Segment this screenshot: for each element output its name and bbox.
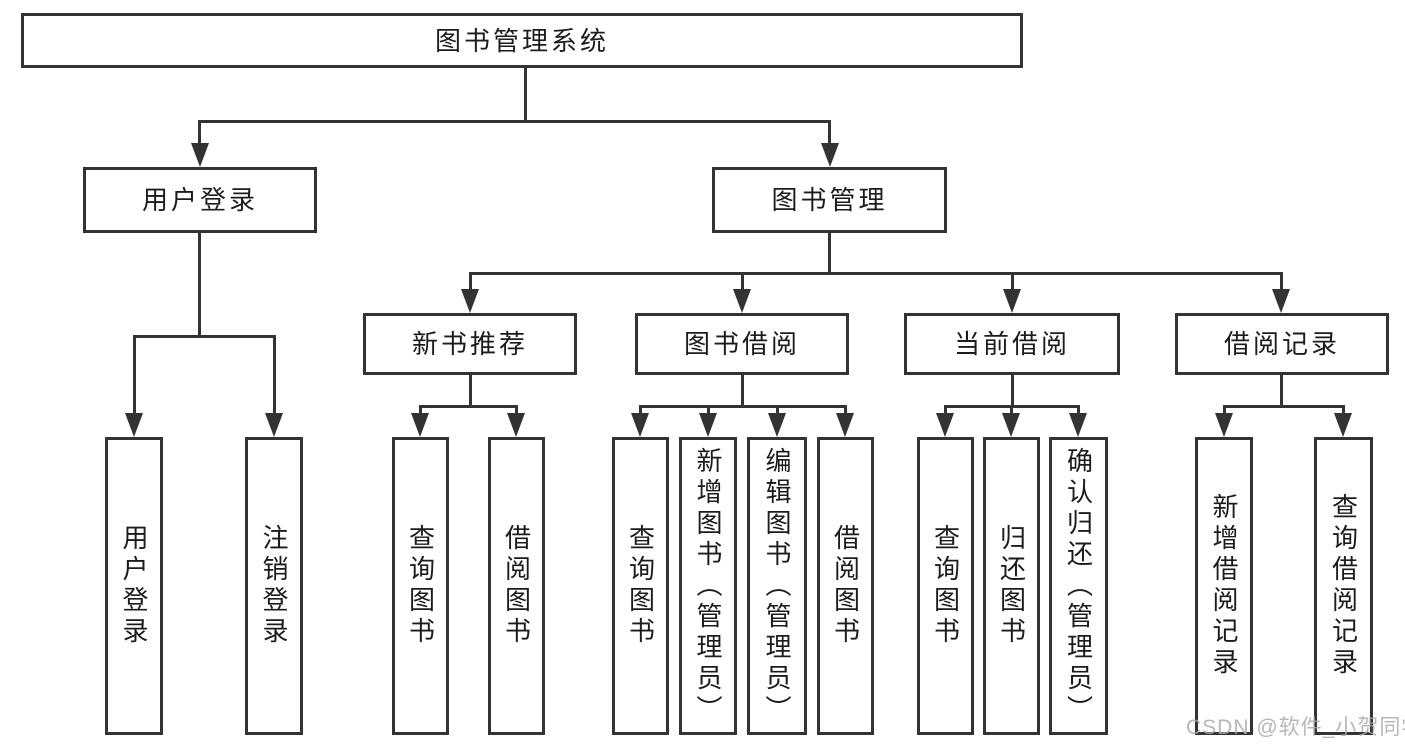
connector-line (469, 272, 472, 294)
connector-line (198, 120, 201, 148)
node-logout: 注销登录 (245, 437, 303, 735)
connector-line (844, 405, 847, 417)
node-label: 借阅记录 (1223, 329, 1340, 359)
arrow-down-icon (411, 413, 429, 437)
arrow-down-icon (461, 289, 479, 313)
connector-line (828, 120, 831, 148)
connector-line (419, 405, 518, 408)
arrow-down-icon (1215, 413, 1233, 437)
connector-line (1342, 405, 1345, 417)
node-book-borrowing: 图书借阅 (635, 313, 849, 375)
connector-line (515, 405, 518, 417)
node-label: 用户登录 (141, 185, 258, 215)
arrow-down-icon (507, 413, 525, 437)
connector-line (776, 405, 779, 417)
node-user-login: 用户登录 (83, 167, 317, 233)
node-user-login-leaf: 用户登录 (105, 437, 163, 735)
node-label: 注销登录 (259, 524, 289, 648)
arrow-down-icon (631, 413, 649, 437)
connector-line (133, 335, 276, 338)
watermark: CSDN @软件_小贺同学 (1186, 716, 1405, 739)
node-label: 归还图书 (996, 524, 1027, 648)
node-add-borrow-record: 新增借阅记录 (1195, 437, 1253, 735)
node-book-management: 图书管理 (712, 167, 947, 233)
arrow-down-icon (265, 413, 283, 437)
node-query-borrow-record: 查询借阅记录 (1314, 437, 1373, 735)
node-current-borrowing: 当前借阅 (904, 313, 1120, 375)
connector-line (524, 68, 527, 123)
arrow-down-icon (936, 413, 954, 437)
node-label: 查询借阅记录 (1328, 493, 1359, 679)
node-borrowing-records: 借阅记录 (1175, 313, 1389, 375)
arrow-down-icon (191, 143, 209, 167)
arrow-down-icon (821, 143, 839, 167)
arrow-down-icon (1002, 413, 1020, 437)
connector-line (828, 233, 831, 274)
connector-line (1223, 405, 1226, 417)
arrow-down-icon (1334, 413, 1352, 437)
node-label: 借阅图书 (501, 524, 532, 648)
connector-line (198, 233, 201, 337)
node-label: 图书管理 (771, 185, 888, 215)
node-label: 当前借阅 (953, 329, 1070, 359)
connector-line (639, 405, 642, 417)
node-label: 新增图书（管理员） (693, 446, 723, 726)
node-label: 查询图书 (930, 524, 961, 648)
arrow-down-icon (768, 413, 786, 437)
connector-line (469, 272, 1283, 275)
node-label: 图书借阅 (683, 329, 800, 359)
node-label: 新书推荐 (411, 329, 528, 359)
node-return-books: 归还图书 (983, 437, 1040, 735)
node-new-book-recommendation: 新书推荐 (363, 313, 577, 375)
connector-line (1077, 405, 1080, 417)
node-borrow-books-2: 借阅图书 (817, 437, 874, 735)
node-label: 用户登录 (119, 524, 149, 648)
connector-line (944, 405, 947, 417)
connector-line (469, 375, 472, 407)
node-label: 编辑图书（管理员） (762, 446, 792, 726)
arrow-down-icon (1003, 289, 1021, 313)
connector-line (1011, 375, 1014, 407)
connector-line (419, 405, 422, 417)
connector-line (1011, 272, 1014, 294)
node-label: 图书管理系统 (434, 25, 609, 56)
arrow-down-icon (1069, 413, 1087, 437)
arrow-down-icon (836, 413, 854, 437)
connector-line (707, 405, 710, 417)
connector-line (273, 335, 276, 417)
connector-line (1010, 405, 1013, 417)
connector-line (741, 272, 744, 294)
arrow-down-icon (1272, 289, 1290, 313)
node-edit-books-admin: 编辑图书（管理员） (747, 437, 807, 735)
node-query-books-3: 查询图书 (917, 437, 974, 735)
connector-line (741, 375, 744, 407)
node-label: 查询图书 (625, 524, 656, 648)
node-add-books-admin: 新增图书（管理员） (679, 437, 737, 735)
connector-line (198, 120, 831, 123)
node-query-books-2: 查询图书 (612, 437, 669, 735)
node-confirm-return-admin: 确认归还（管理员） (1049, 437, 1108, 735)
node-borrow-books-1: 借阅图书 (488, 437, 545, 735)
node-label: 查询图书 (405, 524, 436, 648)
node-label: 借阅图书 (830, 524, 861, 648)
node-label: 新增借阅记录 (1209, 493, 1239, 679)
node-query-books-1: 查询图书 (392, 437, 449, 735)
connector-line (1280, 272, 1283, 294)
arrow-down-icon (699, 413, 717, 437)
node-library-management-system: 图书管理系统 (21, 13, 1023, 68)
connector-line (1280, 375, 1283, 407)
arrow-down-icon (733, 289, 751, 313)
connector-line (639, 405, 847, 408)
connector-line (1223, 405, 1345, 408)
arrow-down-icon (125, 413, 143, 437)
node-label: 确认归还（管理员） (1063, 446, 1094, 726)
connector-line (133, 335, 136, 417)
